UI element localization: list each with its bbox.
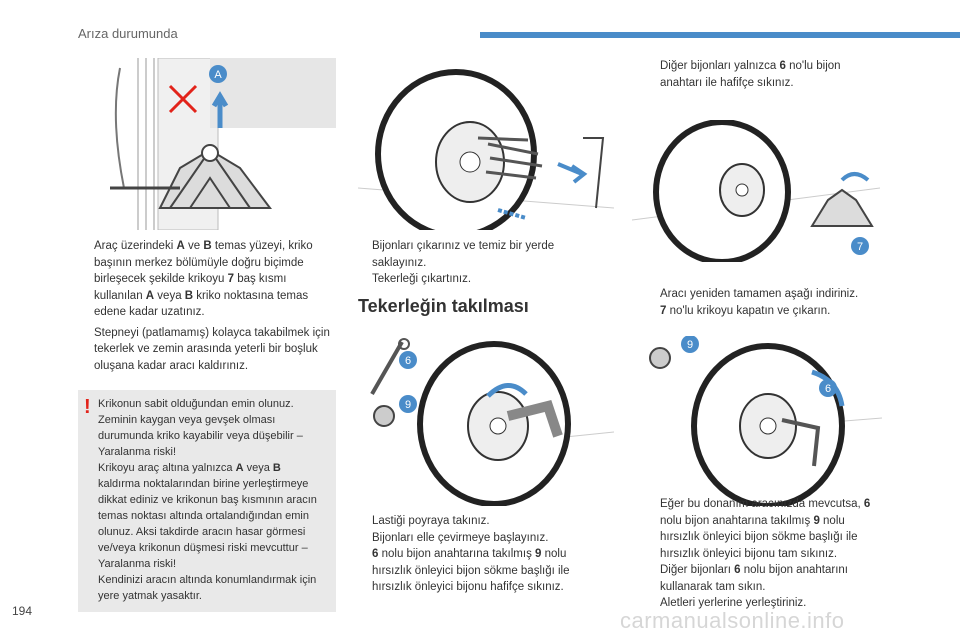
label-6-badge: 6	[405, 355, 411, 367]
list-item: Bijonları elle çevirmeye başlayınız.	[372, 531, 549, 544]
label-9-badge: 9	[405, 399, 411, 411]
antitheft-tighten-figure: 6 9	[358, 336, 614, 506]
list-item: 6 nolu bijon anahtarına takılmış 9 nolu …	[372, 548, 570, 593]
list-item: Stepneyi (patlamamış) kolayca takabilmek…	[94, 326, 330, 372]
header-accent-bar	[480, 32, 960, 38]
watermark: carmanualsonline.info	[620, 608, 845, 633]
jack-figure: A	[80, 58, 336, 230]
wheel-bolts-figure	[358, 58, 614, 230]
list-item: Tekerleği çıkartınız.	[372, 273, 472, 285]
col3-bottom-instructions: Eğer bu donanım aracınızda mevcutsa, 6 n…	[646, 496, 886, 612]
warning-text: Krikonun sabit olduğundan emin olunuz. Z…	[98, 398, 303, 458]
list-item: Bijonları çıkarınız ve temiz bir yerde s…	[372, 240, 555, 269]
page-number: 194	[12, 604, 33, 618]
label-7-badge: 7	[857, 241, 863, 253]
col2-top-instructions: Bijonları çıkarınız ve temiz bir yerde s…	[358, 238, 608, 288]
list-item: Aletleri yerlerine yerleştiriniz.	[660, 597, 807, 609]
list-item: Diğer bijonları yalnızca 6 no'lu bijon a…	[660, 60, 841, 89]
col3-top-instructions: Diğer bijonları yalnızca 6 no'lu bijon a…	[646, 58, 876, 91]
col2-bottom-instructions: Lastiği poyraya takınız. Bijonları elle …	[358, 513, 608, 596]
lower-vehicle-figure: 7	[632, 120, 880, 262]
section-title: Tekerleğin takılması	[358, 296, 529, 316]
list-item: Aracı yeniden tamamen aşağı indiriniz.	[660, 288, 859, 300]
page-header-title: Arıza durumunda	[78, 26, 178, 41]
list-item: Lastiği poyraya takınız.	[372, 515, 490, 527]
warning-text: Krikoyu araç altına yalnızca A veya B ka…	[98, 462, 317, 570]
list-item: Eğer bu donanım aracınızda mevcutsa, 6 n…	[660, 498, 871, 560]
list-item: Diğer bijonları 6 nolu bijon anahtarını …	[660, 564, 848, 593]
label-9-badge: 9	[687, 339, 693, 351]
warning-text: Kendinizi aracın altında konumlandırmak …	[98, 574, 317, 602]
antitheft-full-tighten-figure: 9 6	[632, 336, 882, 506]
col1-instructions: Araç üzerindeki A ve B temas yüzeyi, kri…	[80, 238, 330, 374]
label-6-badge: 6	[825, 383, 831, 395]
list-item: Araç üzerindeki A ve B temas yüzeyi, kri…	[94, 240, 313, 318]
col3-mid-instructions: Aracı yeniden tamamen aşağı indiriniz. 7…	[646, 286, 886, 319]
label-a-badge: A	[214, 69, 222, 81]
list-item: 7 no'lu krikoyu kapatın ve çıkarın.	[660, 304, 831, 317]
warning-icon: !	[84, 396, 91, 418]
warning-box: ! Krikonun sabit olduğundan emin olunuz.…	[78, 390, 336, 612]
